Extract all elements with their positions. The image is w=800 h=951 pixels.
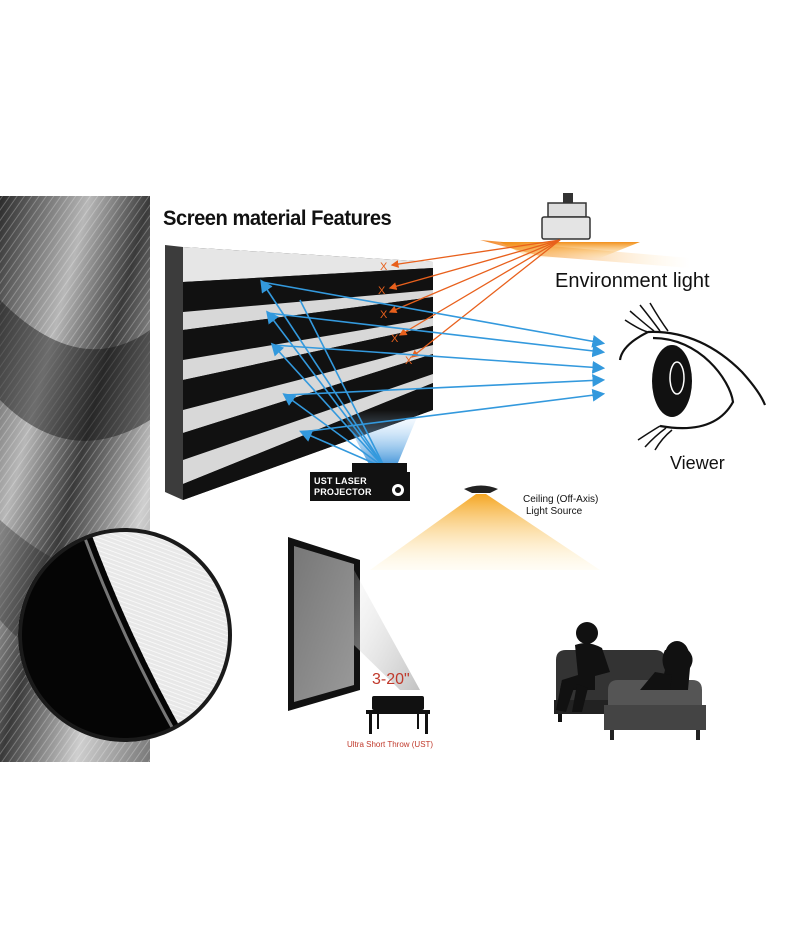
- projector-label-line2: PROJECTOR: [314, 487, 372, 497]
- svg-text:X: X: [405, 355, 413, 367]
- viewer-label: Viewer: [670, 453, 725, 473]
- eye-icon: [618, 302, 767, 451]
- environment-light-label: Environment light: [555, 270, 710, 292]
- wall-screen-icon: [288, 537, 360, 711]
- ceiling-light-source: [370, 485, 600, 570]
- projection-beam: [354, 570, 420, 690]
- ceiling-label-line1: Ceiling (Off-Axis): [523, 494, 599, 505]
- ust-caption: Ultra Short Throw (UST): [347, 740, 434, 749]
- diagram-title: Screen material Features: [163, 207, 392, 230]
- angled-screen-panel: [165, 245, 433, 500]
- ambient-light-rays: [388, 239, 561, 358]
- small-ust-projector-icon: [366, 696, 430, 734]
- projector-label-line1: UST LASER: [314, 476, 367, 486]
- screen-ridges: [183, 247, 433, 500]
- magnifier-lens-icon: [18, 528, 232, 742]
- projector-label: UST LASER PROJECTOR: [314, 476, 372, 498]
- svg-text:X: X: [380, 309, 388, 321]
- svg-text:X: X: [380, 261, 388, 273]
- svg-text:X: X: [378, 285, 386, 297]
- ceiling-label-line2: Light Source: [526, 506, 583, 517]
- projector-rays: [260, 279, 606, 469]
- ceiling-light-label: Ceiling (Off-Axis) Light Source: [523, 494, 598, 518]
- people-on-sofa-icon: [554, 622, 706, 740]
- absorbed-x-marks: X X X X X: [378, 261, 413, 367]
- throw-distance-label: 3-20": [372, 671, 410, 688]
- ceiling-projector-icon: [480, 193, 690, 268]
- svg-text:X: X: [391, 333, 399, 345]
- ust-projector-icon: [310, 463, 410, 501]
